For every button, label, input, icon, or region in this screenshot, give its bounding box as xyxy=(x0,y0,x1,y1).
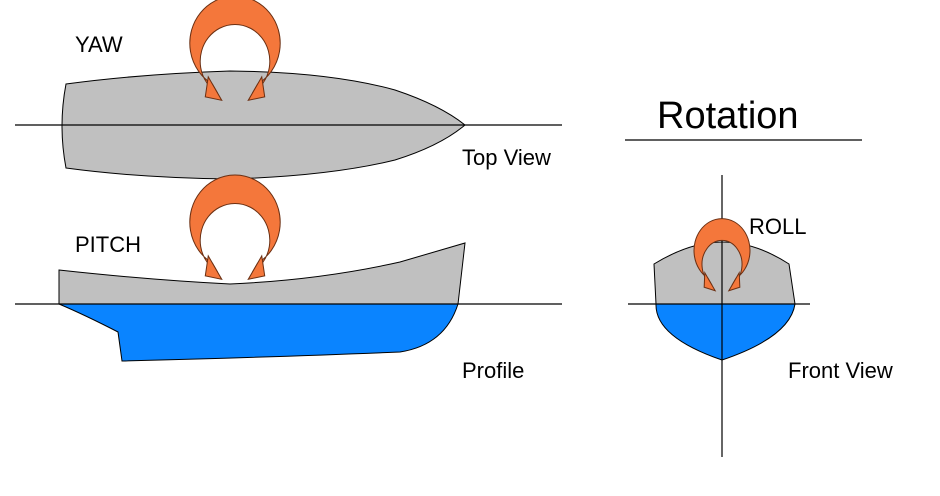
roll-rotation-arrow-icon xyxy=(693,218,751,292)
hull-front-below-water xyxy=(655,303,796,361)
rotation-arrow-ring xyxy=(189,174,281,273)
yaw-view: YAW Top View xyxy=(15,0,562,180)
top-view-label: Top View xyxy=(462,145,551,170)
hull-profile-below-water xyxy=(58,303,459,362)
hull-profile-above-water xyxy=(58,242,466,305)
rotation-arrowhead xyxy=(204,254,223,281)
pitch-rotation-arrow-icon xyxy=(189,174,281,281)
rotation-arrowhead xyxy=(247,254,266,281)
rotation-arrowhead xyxy=(727,271,741,292)
rotation-arrowhead xyxy=(204,75,223,102)
profile-label: Profile xyxy=(462,358,524,383)
rotation-arrowhead xyxy=(247,75,266,102)
front-view-label: Front View xyxy=(788,358,893,383)
yaw-label: YAW xyxy=(75,32,123,57)
diagram-title: Rotation xyxy=(657,95,799,137)
pitch-view: PITCH Profile xyxy=(15,174,562,383)
roll-view: ROLL Front View xyxy=(628,175,893,457)
hull-front-above-water xyxy=(653,241,796,305)
rotation-arrowhead xyxy=(703,271,717,292)
roll-label: ROLL xyxy=(749,214,806,239)
pitch-label: PITCH xyxy=(75,232,141,257)
yaw-rotation-arrow-icon xyxy=(189,0,281,102)
